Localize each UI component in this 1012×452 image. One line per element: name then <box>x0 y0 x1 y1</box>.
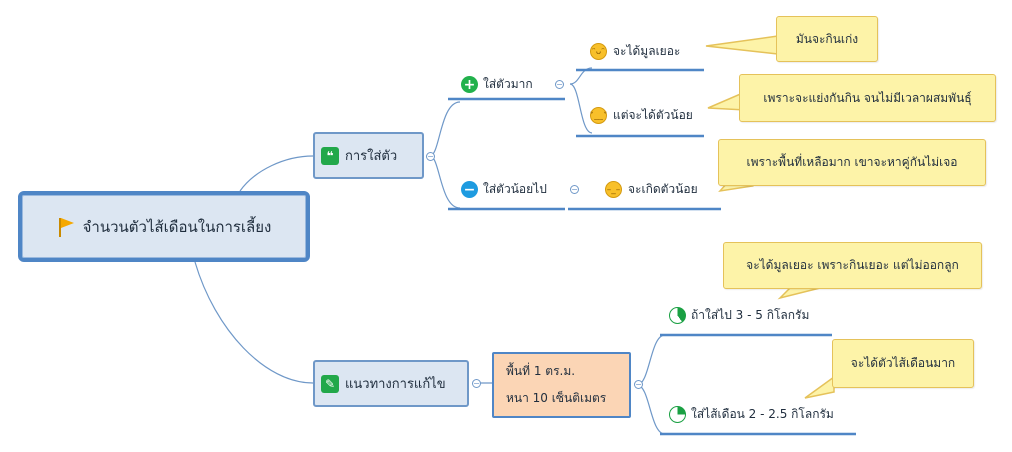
option-3-5kg[interactable]: ถ้าใส่ไป 3 - 5 กิโลกรัม <box>669 306 809 325</box>
subtopic-few-result[interactable]: –_– จะเกิดตัวน้อย <box>605 180 698 199</box>
subtopic-few[interactable]: − ใส่ตัวน้อยไป <box>461 180 547 199</box>
topic-insert-count[interactable]: ❝ การใส่ตัว <box>313 132 424 179</box>
progress-pie-icon <box>669 307 686 324</box>
note-text: เพราะจะแย่งกันกิน จนไม่มีเวลาผสมพันธุ์ <box>763 90 972 105</box>
note-text: เพราะพื้นที่เหลือมาก เขาจะหาคู่กันไม่เจอ <box>746 155 958 169</box>
subtopic-many-minus[interactable]: ˇ﹏ˇ แต่จะได้ตัวน้อย <box>590 106 693 125</box>
collapse-toggle[interactable]: − <box>555 80 564 89</box>
plus-icon: + <box>461 76 478 93</box>
callout-note[interactable]: เพราะพื้นที่เหลือมาก เขาจะหาคู่กันไม่เจอ <box>718 139 986 186</box>
collapse-toggle[interactable]: − <box>472 379 481 388</box>
topic-solution[interactable]: ✎ แนวทางการแก้ไข <box>313 360 469 407</box>
topic-label: การใส่ตัว <box>345 149 398 164</box>
callout-note[interactable]: มันจะกินเก่ง <box>776 16 878 62</box>
option-2-2.5kg[interactable]: ใส่ไส้เดือน 2 - 2.5 กิโลกรัม <box>669 405 834 424</box>
root-topic[interactable]: จำนวนตัวไส้เดือนในการเลี้ยง <box>18 191 310 262</box>
pencil-icon: ✎ <box>321 374 339 393</box>
option-label: ถ้าใส่ไป 3 - 5 กิโลกรัม <box>691 308 810 322</box>
collapse-toggle[interactable]: − <box>570 185 579 194</box>
topic-area-info[interactable]: พื้นที่ 1 ตร.ม. หนา 10 เซ็นติเมตร <box>492 352 631 418</box>
progress-pie-icon <box>669 406 686 423</box>
note-text: จะได้มูลเยอะ เพราะกินเยอะ แต่ไม่ออกลูก <box>746 258 959 272</box>
info-line-1: พื้นที่ 1 ตร.ม. <box>506 364 576 378</box>
minus-icon: − <box>461 181 478 198</box>
callout-note[interactable]: จะได้มูลเยอะ เพราะกินเยอะ แต่ไม่ออกลูก <box>723 242 982 289</box>
callout-note[interactable]: เพราะจะแย่งกันกิน จนไม่มีเวลาผสมพันธุ์ <box>739 74 996 122</box>
subtopic-label: จะได้มูลเยอะ <box>613 44 681 58</box>
callout-note[interactable]: จะได้ตัวไส้เดือนมาก <box>832 339 974 388</box>
topic-label: แนวทางการแก้ไข <box>345 377 446 392</box>
note-text: มันจะกินเก่ง <box>795 31 859 46</box>
subtopic-many-plus[interactable]: ᵔᴗᵔ จะได้มูลเยอะ <box>590 42 680 61</box>
subtopic-label: แต่จะได้ตัวน้อย <box>613 108 693 122</box>
root-topic-label: จำนวนตัวไส้เดือนในการเลี้ยง <box>82 217 272 236</box>
neutral-emoji-icon: –_– <box>605 181 622 198</box>
collapse-toggle[interactable]: − <box>634 380 643 389</box>
quote-icon: ❝ <box>321 146 339 165</box>
subtopic-many[interactable]: + ใส่ตัวมาก <box>461 75 533 94</box>
subtopic-label: ใส่ตัวมาก <box>483 77 533 91</box>
flag-icon <box>58 217 74 237</box>
option-label: ใส่ไส้เดือน 2 - 2.5 กิโลกรัม <box>691 407 834 421</box>
collapse-toggle[interactable]: − <box>426 152 435 161</box>
subtopic-label: ใส่ตัวน้อยไป <box>483 182 547 196</box>
grin-emoji-icon: ᵔᴗᵔ <box>590 43 607 60</box>
info-line-2: หนา 10 เซ็นติเมตร <box>506 391 607 405</box>
note-text: จะได้ตัวไส้เดือนมาก <box>850 356 956 370</box>
subtopic-label: จะเกิดตัวน้อย <box>628 182 698 196</box>
sad-emoji-icon: ˇ﹏ˇ <box>590 107 608 124</box>
